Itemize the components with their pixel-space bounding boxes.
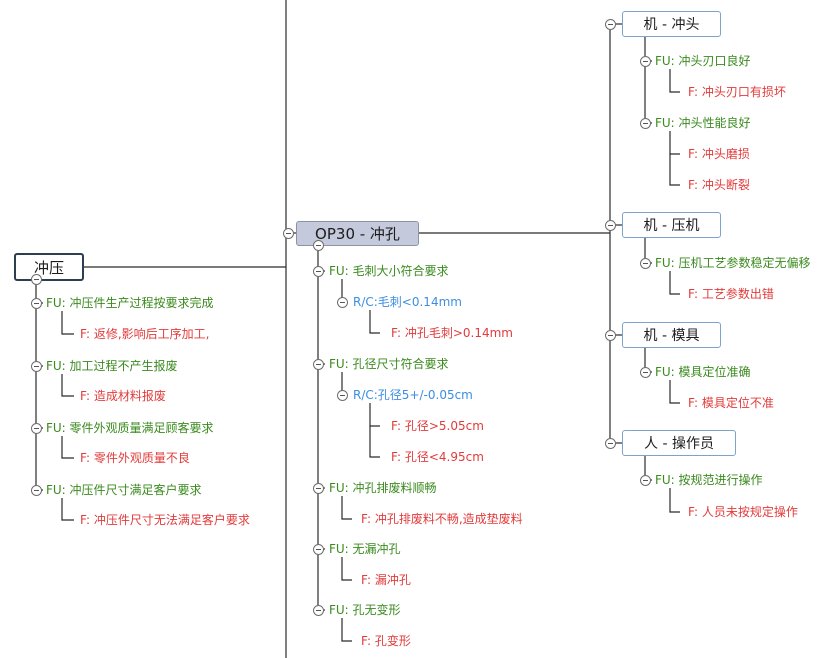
topic-machine-punch[interactable]: 机 - 冲头: [622, 11, 721, 37]
collapse-toggle[interactable]: [313, 266, 324, 277]
topic-machine-press[interactable]: 机 - 压机: [622, 212, 721, 238]
requirement-label[interactable]: R/C:孔径5+/-0.05cm: [353, 388, 473, 402]
function-label[interactable]: FU: 冲头性能良好: [655, 116, 751, 130]
function-label[interactable]: FU: 冲头刃口良好: [655, 54, 751, 68]
collapse-toggle[interactable]: [31, 485, 42, 496]
function-label[interactable]: FU: 冲压件尺寸满足客户要求: [46, 483, 202, 497]
topic-machine-die[interactable]: 机 - 模具: [622, 322, 721, 348]
failure-label[interactable]: F: 孔径<4.95cm: [391, 450, 484, 464]
failure-label[interactable]: F: 冲头刃口有损坏: [688, 85, 786, 99]
function-label[interactable]: FU: 毛刺大小符合要求: [329, 264, 449, 278]
collapse-toggle[interactable]: [337, 390, 348, 401]
topic-person-operator[interactable]: 人 - 操作员: [622, 430, 736, 456]
failure-label[interactable]: F: 漏冲孔: [361, 573, 411, 587]
collapse-toggle[interactable]: [31, 361, 42, 372]
failure-label[interactable]: F: 造成材料报废: [80, 389, 166, 403]
function-label[interactable]: FU: 按规范进行操作: [655, 473, 763, 487]
collapse-toggle[interactable]: [605, 330, 616, 341]
failure-label[interactable]: F: 冲头断裂: [688, 178, 750, 192]
failure-label[interactable]: F: 冲压件尺寸无法满足客户要求: [80, 513, 250, 527]
collapse-toggle[interactable]: [31, 423, 42, 434]
failure-label[interactable]: F: 冲孔排废料不畅,造成垫废料: [361, 512, 523, 526]
function-label[interactable]: FU: 压机工艺参数稳定无偏移: [655, 256, 811, 270]
failure-label[interactable]: F: 返修,影响后工序加工,: [80, 327, 210, 341]
failure-label[interactable]: F: 冲头磨损: [688, 147, 750, 161]
function-label[interactable]: FU: 无漏冲孔: [329, 542, 401, 556]
function-label[interactable]: FU: 零件外观质量满足顾客要求: [46, 421, 214, 435]
collapse-toggle[interactable]: [313, 605, 324, 616]
collapse-toggle[interactable]: [313, 240, 324, 251]
root-topic[interactable]: 冲压: [14, 253, 84, 281]
failure-label[interactable]: F: 工艺参数出错: [688, 287, 774, 301]
collapse-toggle[interactable]: [640, 258, 651, 269]
function-label[interactable]: FU: 冲孔排废料顺畅: [329, 481, 437, 495]
failure-label[interactable]: F: 零件外观质量不良: [80, 451, 190, 465]
failure-label[interactable]: F: 冲孔毛刺>0.14mm: [391, 326, 513, 340]
collapse-toggle[interactable]: [313, 544, 324, 555]
failure-label[interactable]: F: 人员未按规定操作: [688, 505, 798, 519]
failure-label[interactable]: F: 孔径>5.05cm: [391, 419, 484, 433]
failure-label[interactable]: F: 孔变形: [361, 634, 411, 648]
function-label[interactable]: FU: 孔无变形: [329, 603, 401, 617]
function-label[interactable]: FU: 模具定位准确: [655, 365, 751, 379]
function-label[interactable]: FU: 冲压件生产过程按要求完成: [46, 296, 214, 310]
collapse-toggle[interactable]: [313, 359, 324, 370]
collapse-toggle[interactable]: [337, 297, 348, 308]
collapse-toggle[interactable]: [640, 367, 651, 378]
collapse-toggle[interactable]: [640, 56, 651, 67]
failure-label[interactable]: F: 模具定位不准: [688, 396, 774, 410]
collapse-toggle[interactable]: [605, 438, 616, 449]
function-label[interactable]: FU: 孔径尺寸符合要求: [329, 357, 449, 371]
collapse-toggle[interactable]: [31, 274, 42, 285]
requirement-label[interactable]: R/C:毛刺<0.14mm: [353, 295, 462, 309]
collapse-toggle[interactable]: [313, 483, 324, 494]
function-label[interactable]: FU: 加工过程不产生报废: [46, 359, 178, 373]
collapse-toggle[interactable]: [31, 298, 42, 309]
collapse-toggle[interactable]: [283, 228, 294, 239]
collapse-toggle[interactable]: [640, 475, 651, 486]
collapse-toggle[interactable]: [605, 19, 616, 30]
collapse-toggle[interactable]: [605, 220, 616, 231]
collapse-toggle[interactable]: [640, 118, 651, 129]
